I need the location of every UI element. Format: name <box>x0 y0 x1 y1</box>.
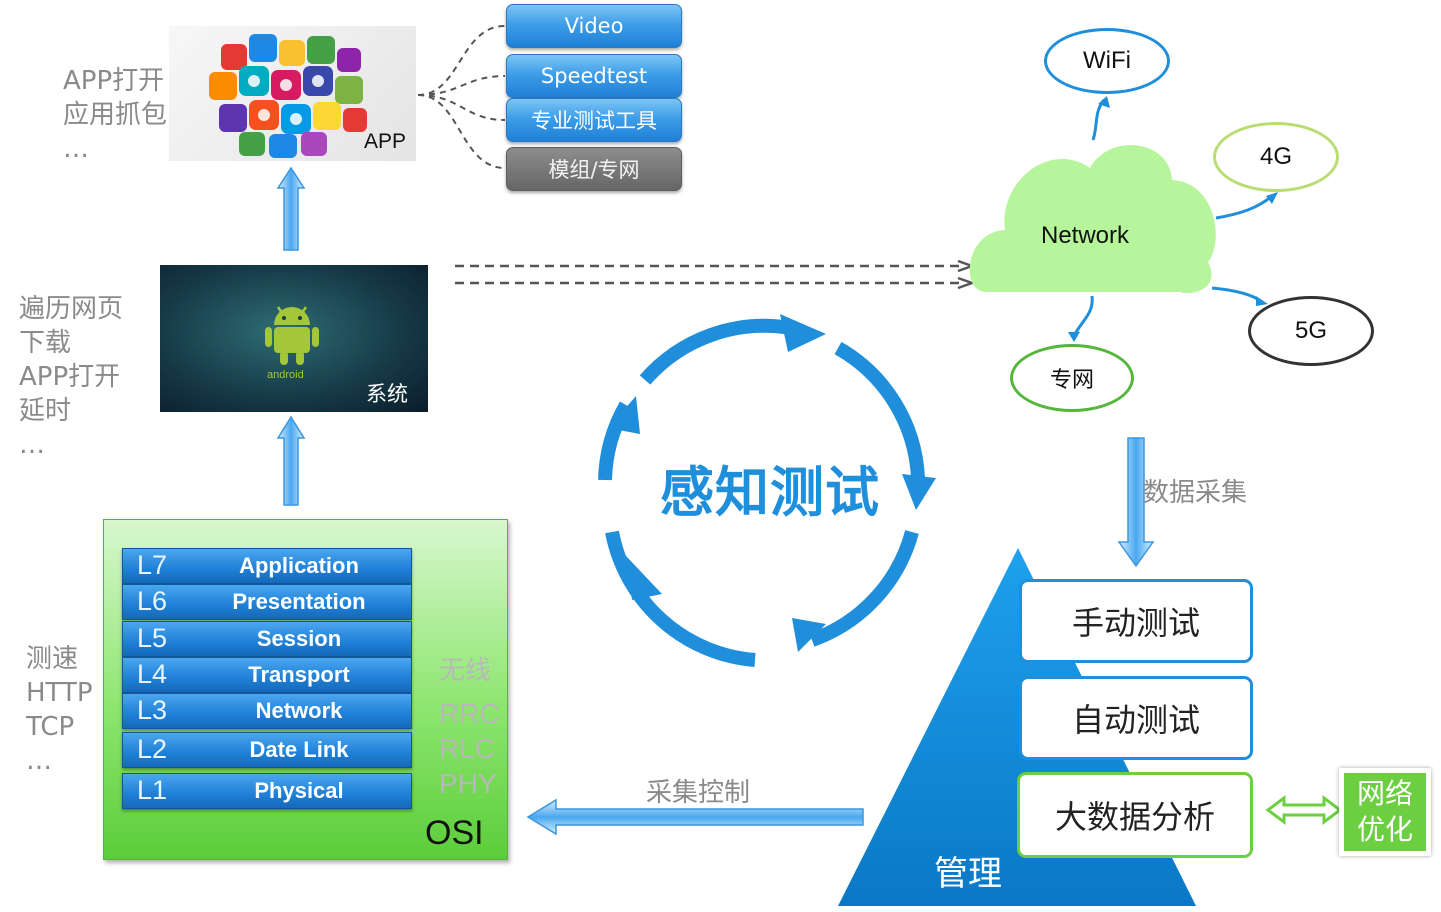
layer-number: L1 <box>137 775 168 805</box>
app-icons-cluster-icon <box>209 34 367 158</box>
double-arrow-icon <box>1265 795 1343 825</box>
module-button[interactable]: 模组/专网 <box>506 147 682 191</box>
network-cloud-icon <box>969 145 1216 294</box>
layer-number: L5 <box>137 623 168 653</box>
osi-layer-l6[interactable]: L6 Presentation <box>122 584 412 620</box>
layer-name: Transport <box>248 662 350 687</box>
system-notes: 遍历网页 下载 APP打开 延时 … <box>19 292 123 462</box>
auto-test-card[interactable]: 自动测试 <box>1019 676 1253 760</box>
layer-name: Presentation <box>232 589 366 614</box>
layer-number: L6 <box>137 586 168 616</box>
osi-note-line: TCP <box>26 712 75 742</box>
cycle-arrowheads <box>608 314 936 652</box>
osi-layer-l4[interactable]: L4 Transport <box>122 657 412 693</box>
app-note-line: APP打开 <box>63 66 165 96</box>
layer-name: Application <box>239 553 359 578</box>
system-label: 系统 <box>366 382 408 406</box>
network-optimize-inner: 网络 优化 <box>1344 773 1426 851</box>
layer-name: Physical <box>254 778 344 803</box>
osi-layer-l5[interactable]: L5 Session <box>122 621 412 657</box>
data-collect-label: 数据采集 <box>1143 478 1248 508</box>
cloud-label: Network <box>1041 222 1130 249</box>
system-image: android 系统 <box>160 265 428 412</box>
pro-test-tool-button[interactable]: 专业测试工具 <box>506 98 682 142</box>
osi-layer-l2[interactable]: L2 Date Link <box>122 732 412 768</box>
dashed-arrow-icon <box>455 264 962 285</box>
left-arrow-icon <box>526 798 864 836</box>
optimize-line: 优化 <box>1356 813 1413 846</box>
video-button[interactable]: Video <box>506 4 682 48</box>
collect-control-label: 采集控制 <box>646 778 751 808</box>
app-note-line: 应用抓包 <box>63 100 168 130</box>
speedtest-button[interactable]: Speedtest <box>506 54 682 98</box>
big-data-analysis-card[interactable]: 大数据分析 <box>1017 772 1253 858</box>
osi-note-line: 测速 <box>26 644 79 674</box>
radio-label-phy: PHY <box>439 768 497 799</box>
android-text: android <box>267 369 304 381</box>
system-note-line: … <box>19 430 45 460</box>
layer-name: Date Link <box>249 737 349 762</box>
5g-node: 5G <box>1248 296 1374 366</box>
layer-number: L7 <box>137 550 168 580</box>
dashed-connectors <box>417 25 506 169</box>
manual-test-card[interactable]: 手动测试 <box>1019 579 1253 663</box>
app-note-line: … <box>63 134 89 164</box>
layer-number: L4 <box>137 659 168 689</box>
osi-note-line: HTTP <box>26 678 93 708</box>
down-arrow-icon <box>1117 437 1155 568</box>
osi-note-line: … <box>26 746 52 776</box>
app-notes: APP打开 应用抓包 … <box>63 64 167 166</box>
system-note-line: 延时 <box>19 396 72 426</box>
optimize-line: 网络 <box>1356 777 1413 810</box>
layer-name: Network <box>255 698 343 723</box>
4g-node: 4G <box>1213 122 1339 192</box>
osi-layer-l3[interactable]: L3 Network <box>122 693 412 729</box>
osi-layer-l7[interactable]: L7 Application <box>122 548 412 584</box>
radio-label-rlc: RLC <box>439 733 496 764</box>
osi-title: OSI <box>425 814 484 852</box>
wifi-node: WiFi <box>1044 28 1170 94</box>
radio-label-wireless: 无线 <box>439 656 492 686</box>
management-label: 管理 <box>934 854 1002 894</box>
center-title: 感知测试 <box>660 461 880 524</box>
app-image: APP <box>169 26 416 161</box>
layer-number: L2 <box>137 734 168 764</box>
layer-number: L3 <box>137 695 168 725</box>
system-note-line: APP打开 <box>19 362 121 392</box>
android-robot-icon <box>265 306 319 365</box>
app-label: APP <box>364 130 407 153</box>
osi-notes: 测速 HTTP TCP … <box>26 642 93 778</box>
up-arrow-icon <box>276 415 306 506</box>
network-optimize-box[interactable]: 网络 优化 <box>1339 768 1431 856</box>
system-note-line: 遍历网页 <box>19 294 124 324</box>
radio-label-rrc: RRC <box>439 698 500 729</box>
layer-name: Session <box>256 626 342 651</box>
osi-layer-l1[interactable]: L1 Physical <box>122 773 412 809</box>
private-network-node: 专网 <box>1010 344 1134 412</box>
cycle-arrows-icon <box>598 318 925 667</box>
up-arrow-icon <box>276 166 306 251</box>
system-note-line: 下载 <box>19 328 72 358</box>
